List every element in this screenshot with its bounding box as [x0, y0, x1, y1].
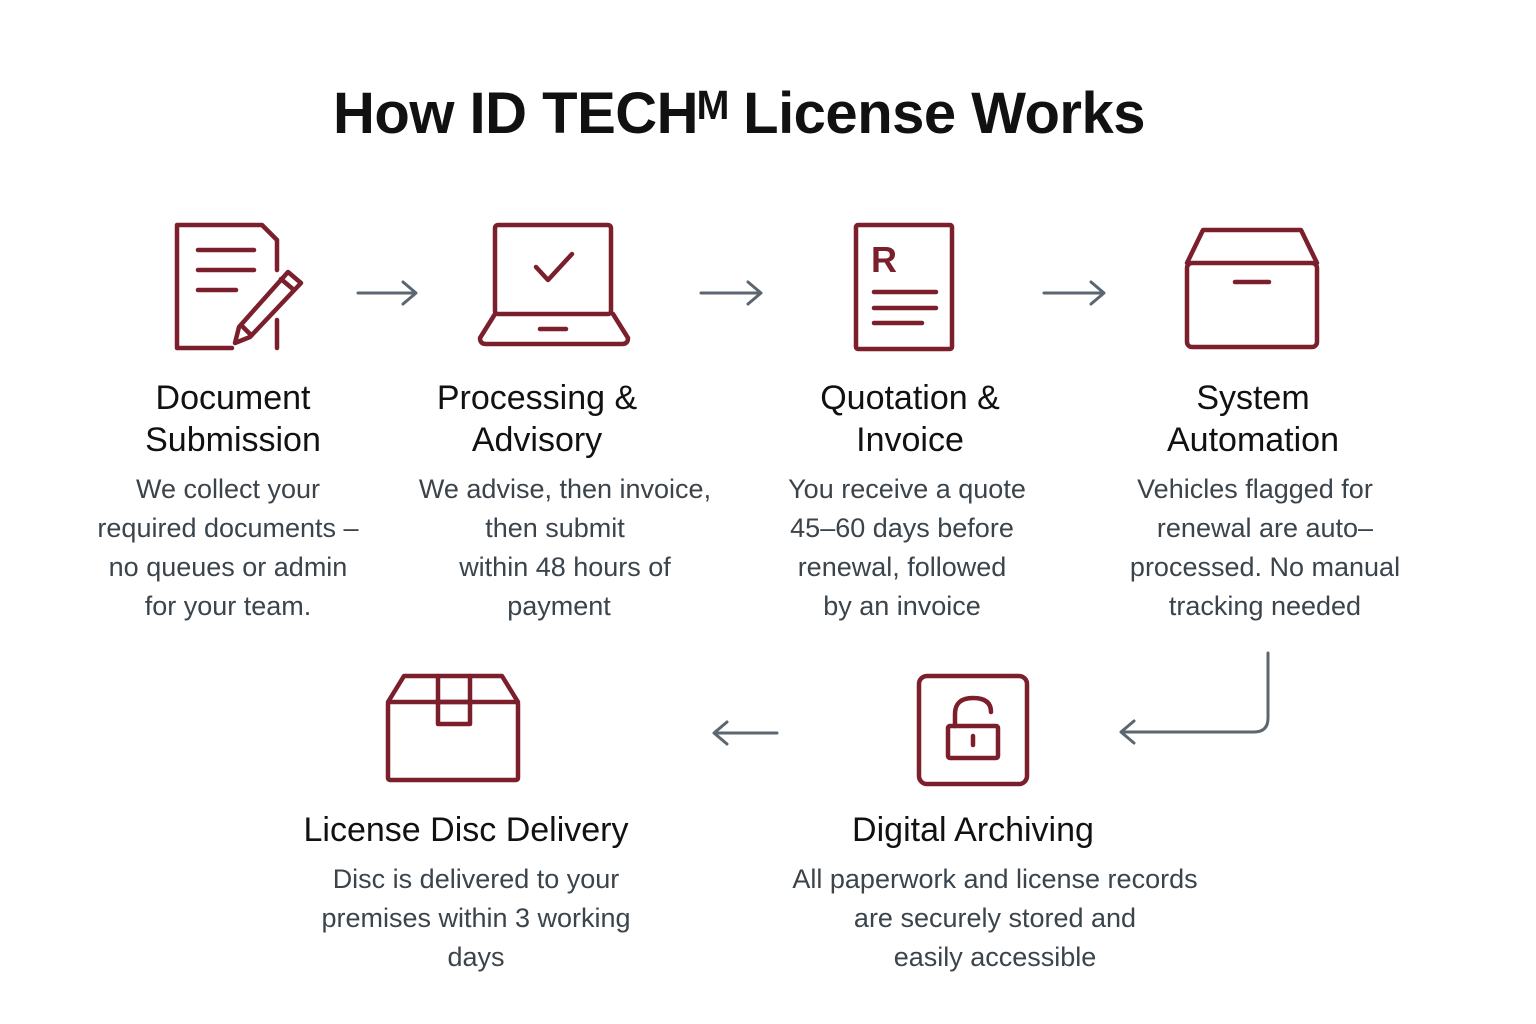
step-title-quotation-invoice: Quotation & Invoice: [820, 379, 1000, 459]
step-desc-digital-archiving: All paperwork and license records are se…: [792, 864, 1198, 972]
step-desc-system-automation: Vehicles flagged for renewal are auto– p…: [1129, 474, 1401, 621]
arrow-right-icon: [1042, 280, 1107, 306]
laptop-check-icon: [476, 222, 632, 348]
step-title-processing-advisory: Processing & Advisory: [436, 379, 638, 459]
lock-icon: [915, 672, 1033, 788]
arrow-right-icon: [356, 280, 419, 306]
step-desc-license-disc-delivery: Disc is delivered to your premises withi…: [321, 864, 631, 972]
document-edit-icon: [170, 220, 310, 355]
page-title: How ID TECHᴹ License Works: [333, 81, 1145, 146]
arrow-down-left-icon: [1115, 650, 1275, 750]
step-title-digital-archiving: Digital Archiving: [852, 811, 1094, 849]
arrow-right-icon: [699, 280, 764, 306]
step-title-document-submission: Document Submission: [145, 379, 321, 459]
package-icon: [384, 672, 524, 786]
invoice-letter: R: [871, 239, 897, 280]
step-title-system-automation: System Automation: [1167, 379, 1339, 459]
step-desc-processing-advisory: We advise, then invoice, then submit wit…: [418, 474, 712, 621]
step-title-license-disc-delivery: License Disc Delivery: [303, 811, 629, 849]
step-desc-document-submission: We collect your required documents – no …: [97, 474, 359, 621]
step-desc-quotation-invoice: You receive a quote 45–60 days before re…: [788, 474, 1026, 621]
invoice-icon: R: [852, 222, 958, 354]
arrow-left-icon: [710, 720, 780, 746]
box-icon: [1183, 225, 1321, 351]
